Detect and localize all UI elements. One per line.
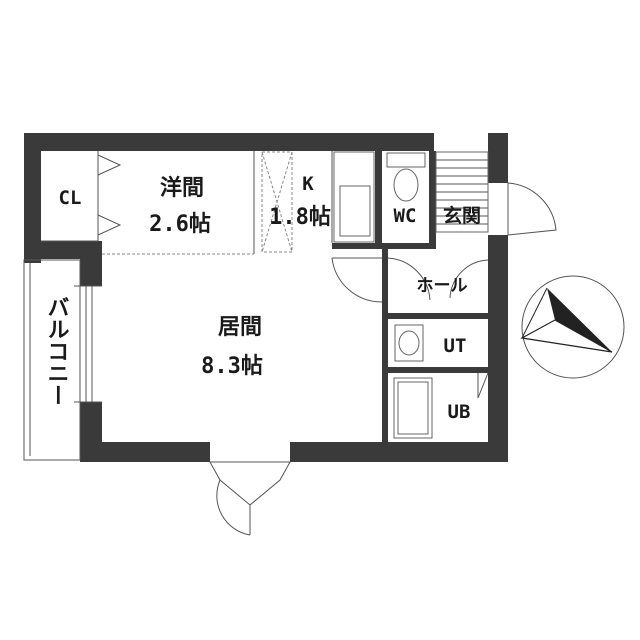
kitchen-label: K	[302, 173, 314, 195]
exterior-walls	[24, 133, 508, 462]
western-room-label: 洋間	[160, 175, 204, 201]
entrance-label: 玄関	[443, 204, 481, 227]
living-room-label: 居間	[218, 315, 262, 340]
toilet-label: WC	[394, 205, 417, 227]
hall-label: ホール	[417, 276, 468, 296]
kitchen-size: 1.8帖	[269, 205, 331, 230]
interior-lines	[23, 151, 557, 536]
closet-label: CL	[59, 187, 82, 209]
balcony-label: バルコニー	[44, 296, 69, 406]
bath-label: UB	[448, 401, 471, 423]
living-room-size: 8.3帖	[201, 354, 263, 379]
western-room-size: 2.6帖	[149, 212, 211, 237]
compass-north-arrow-icon	[520, 275, 625, 379]
utility-label: UT	[444, 335, 467, 357]
